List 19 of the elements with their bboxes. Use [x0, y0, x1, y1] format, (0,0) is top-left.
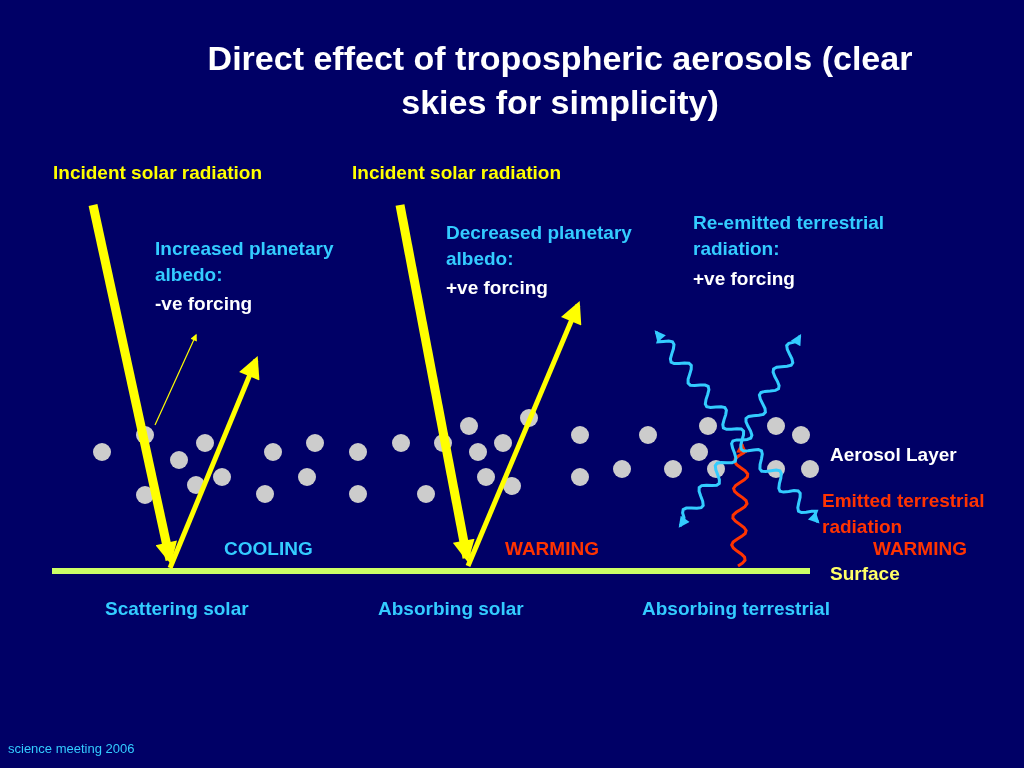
effect-label: WARMING — [505, 537, 599, 561]
effect-label: WARMING — [873, 537, 967, 561]
annotation: Incident solar radiation — [53, 161, 263, 185]
panel-label: Absorbing terrestrial — [642, 597, 830, 621]
annotation: Re-emitted terrestrial radiation: — [693, 211, 886, 261]
annotation: +ve forcing — [446, 276, 548, 300]
annotation: -ve forcing — [155, 292, 253, 316]
annotation: Decreased planetary albedo: — [446, 221, 633, 271]
panel-label: Absorbing solar — [378, 597, 524, 621]
layer-label: Aerosol Layer — [830, 443, 957, 467]
footer-note: science meeting 2006 — [8, 741, 135, 756]
panel-label: Scattering solar — [105, 597, 249, 621]
title: Direct effect of tropospheric aerosols (clear skies for simplicity) — [206, 38, 914, 123]
annotation: Emitted terrestrial radiation — [822, 489, 986, 539]
annotation: Increased planetary albedo: — [155, 237, 335, 287]
annotation: +ve forcing — [693, 267, 795, 291]
effect-label: COOLING — [224, 537, 313, 561]
annotation: Incident solar radiation — [352, 161, 562, 185]
layer-label: Surface — [830, 562, 900, 586]
